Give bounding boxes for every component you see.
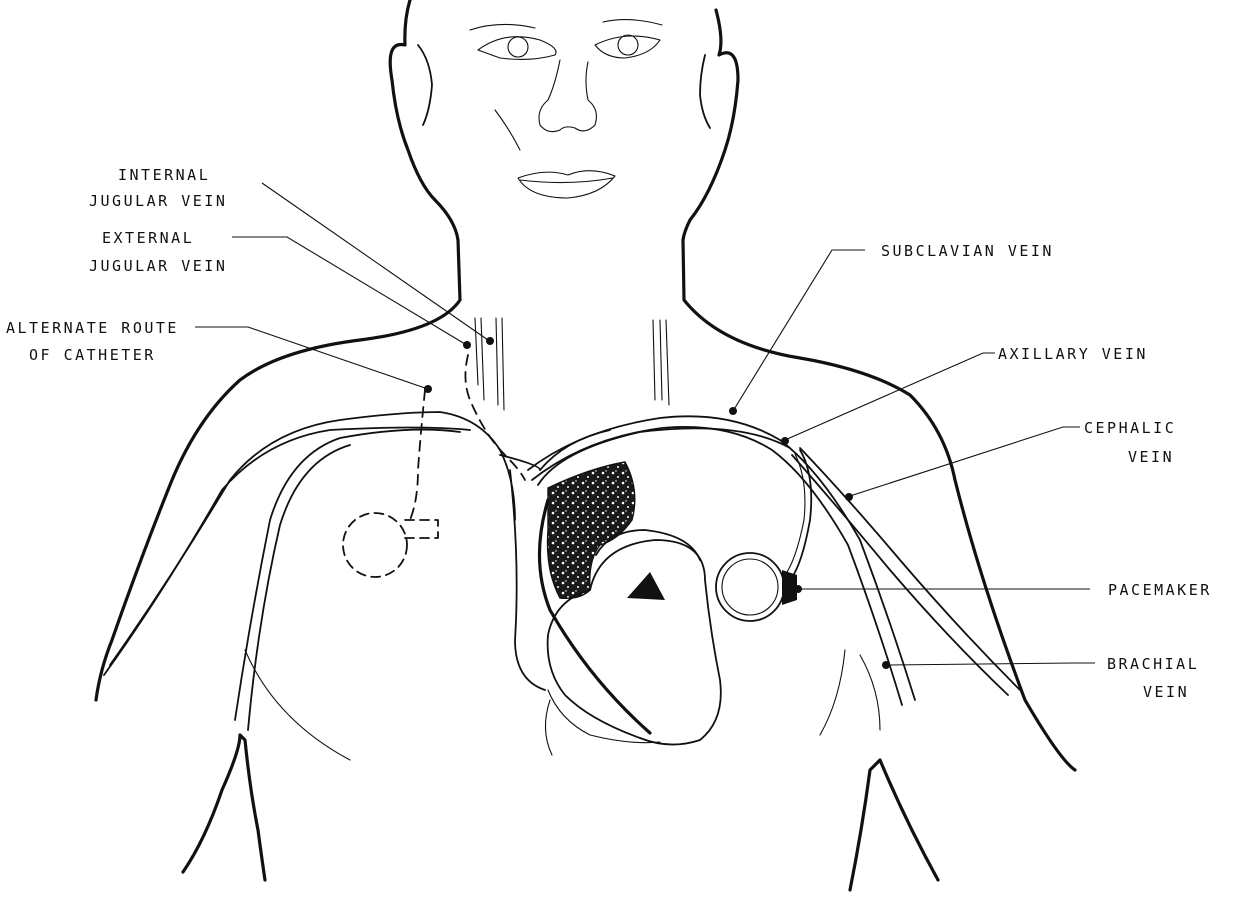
right-eye (595, 20, 662, 58)
right-ear (700, 55, 710, 128)
head-right-outline (683, 10, 738, 240)
leader-axillary (785, 353, 995, 440)
right-lower-torso (850, 760, 938, 890)
label-brachial: BRACHIAL VEIN (1107, 655, 1199, 701)
neck-right (683, 240, 1075, 770)
pacemaker-device (716, 553, 797, 621)
heart-chamber-dark (627, 572, 665, 600)
nose (539, 60, 596, 132)
label-pacemaker-line1: PACEMAKER (1108, 581, 1212, 599)
cheek-left (495, 110, 520, 150)
label-external-jugular-line2: JUGULAR VEIN (89, 257, 227, 275)
label-brachial-line2: VEIN (1143, 683, 1189, 701)
label-cephalic-line2: VEIN (1128, 448, 1174, 466)
alternate-catheter-dashed (410, 390, 425, 520)
left-eye (470, 24, 556, 59)
left-lower-torso (183, 735, 265, 880)
label-cephalic: CEPHALIC VEIN (1084, 419, 1176, 466)
label-external-jugular: EXTERNAL JUGULAR VEIN (89, 229, 227, 275)
body-outline (96, 0, 1075, 890)
lung-shaded (548, 462, 635, 598)
label-axillary: AXILLARY VEIN (998, 345, 1148, 363)
label-alternate-route-line1: ALTERNATE ROUTE (6, 319, 179, 337)
label-external-jugular-line1: EXTERNAL (102, 229, 194, 247)
left-subclavian-vessel (110, 412, 515, 665)
heart-region (545, 462, 720, 755)
label-axillary-line1: AXILLARY VEIN (998, 345, 1148, 363)
label-internal-jugular-line2: JUGULAR VEIN (89, 192, 227, 210)
label-internal-jugular-line1: INTERNAL (118, 166, 210, 184)
label-cephalic-line1: CEPHALIC (1084, 419, 1176, 437)
superior-vena-cava (510, 470, 545, 690)
face (418, 20, 710, 198)
label-internal-jugular: INTERNAL JUGULAR VEIN (89, 166, 227, 210)
leader-subclavian (733, 250, 865, 411)
mouth (518, 171, 615, 198)
leader-internal-jugular (262, 183, 488, 340)
cephalic-vessel (800, 448, 1020, 690)
label-alternate-route-line2: OF CATHETER (29, 346, 156, 364)
label-brachial-line1: BRACHIAL (1107, 655, 1199, 673)
label-pacemaker: PACEMAKER (1108, 581, 1212, 599)
leader-cephalic (850, 427, 1080, 496)
label-subclavian-line1: SUBCLAVIAN VEIN (881, 242, 1054, 260)
chest-contours (245, 650, 880, 760)
label-subclavian: SUBCLAVIAN VEIN (881, 242, 1054, 260)
head-left-outline (390, 0, 458, 240)
label-alternate-route: ALTERNATE ROUTE OF CATHETER (6, 319, 179, 364)
leader-external-jugular (232, 237, 465, 344)
leader-brachial (888, 663, 1095, 665)
left-ear (418, 45, 432, 125)
